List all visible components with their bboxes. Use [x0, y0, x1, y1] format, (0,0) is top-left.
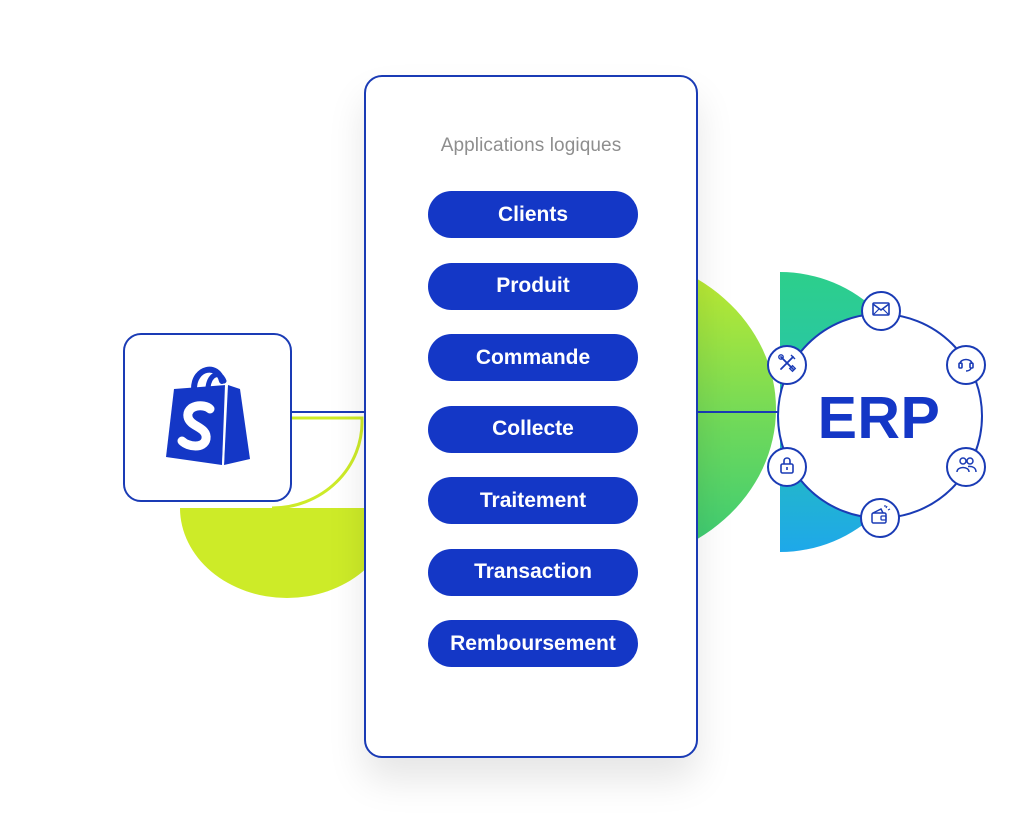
- erp-node-payment[interactable]: [860, 498, 900, 538]
- card-title: Applications logiques: [440, 135, 622, 156]
- wallet-icon: [869, 504, 891, 532]
- headset-icon: [956, 353, 976, 378]
- erp-node-security[interactable]: [767, 447, 807, 487]
- users-icon: [955, 455, 977, 480]
- pill-commande[interactable]: Commande: [428, 334, 638, 381]
- erp-node-support[interactable]: [946, 345, 986, 385]
- logic-applications-card: Applications logiques Clients Produit Co…: [364, 75, 698, 758]
- pill-remboursement[interactable]: Remboursement: [428, 620, 638, 667]
- lime-half-circle: [180, 508, 394, 598]
- pill-traitement[interactable]: Traitement: [428, 477, 638, 524]
- lime-arc-outline: [271, 416, 364, 510]
- pill-transaction[interactable]: Transaction: [428, 548, 638, 596]
- shopify-card: [123, 333, 292, 502]
- pill-produit[interactable]: Produit: [428, 262, 638, 310]
- erp-node-tools[interactable]: [767, 345, 807, 385]
- pill-collecte[interactable]: Collecte: [428, 405, 638, 453]
- application-list: Clients Produit Commande Collecte Traite…: [428, 191, 638, 692]
- pill-clients[interactable]: Clients: [428, 191, 638, 238]
- lock-icon: [777, 455, 797, 480]
- envelope-icon: [871, 299, 891, 324]
- shopify-bag-icon: [160, 359, 256, 476]
- erp-node-email[interactable]: [861, 291, 901, 331]
- erp-node-customers[interactable]: [946, 447, 986, 487]
- erp-label: ERP: [817, 385, 941, 451]
- tools-icon: [777, 353, 797, 378]
